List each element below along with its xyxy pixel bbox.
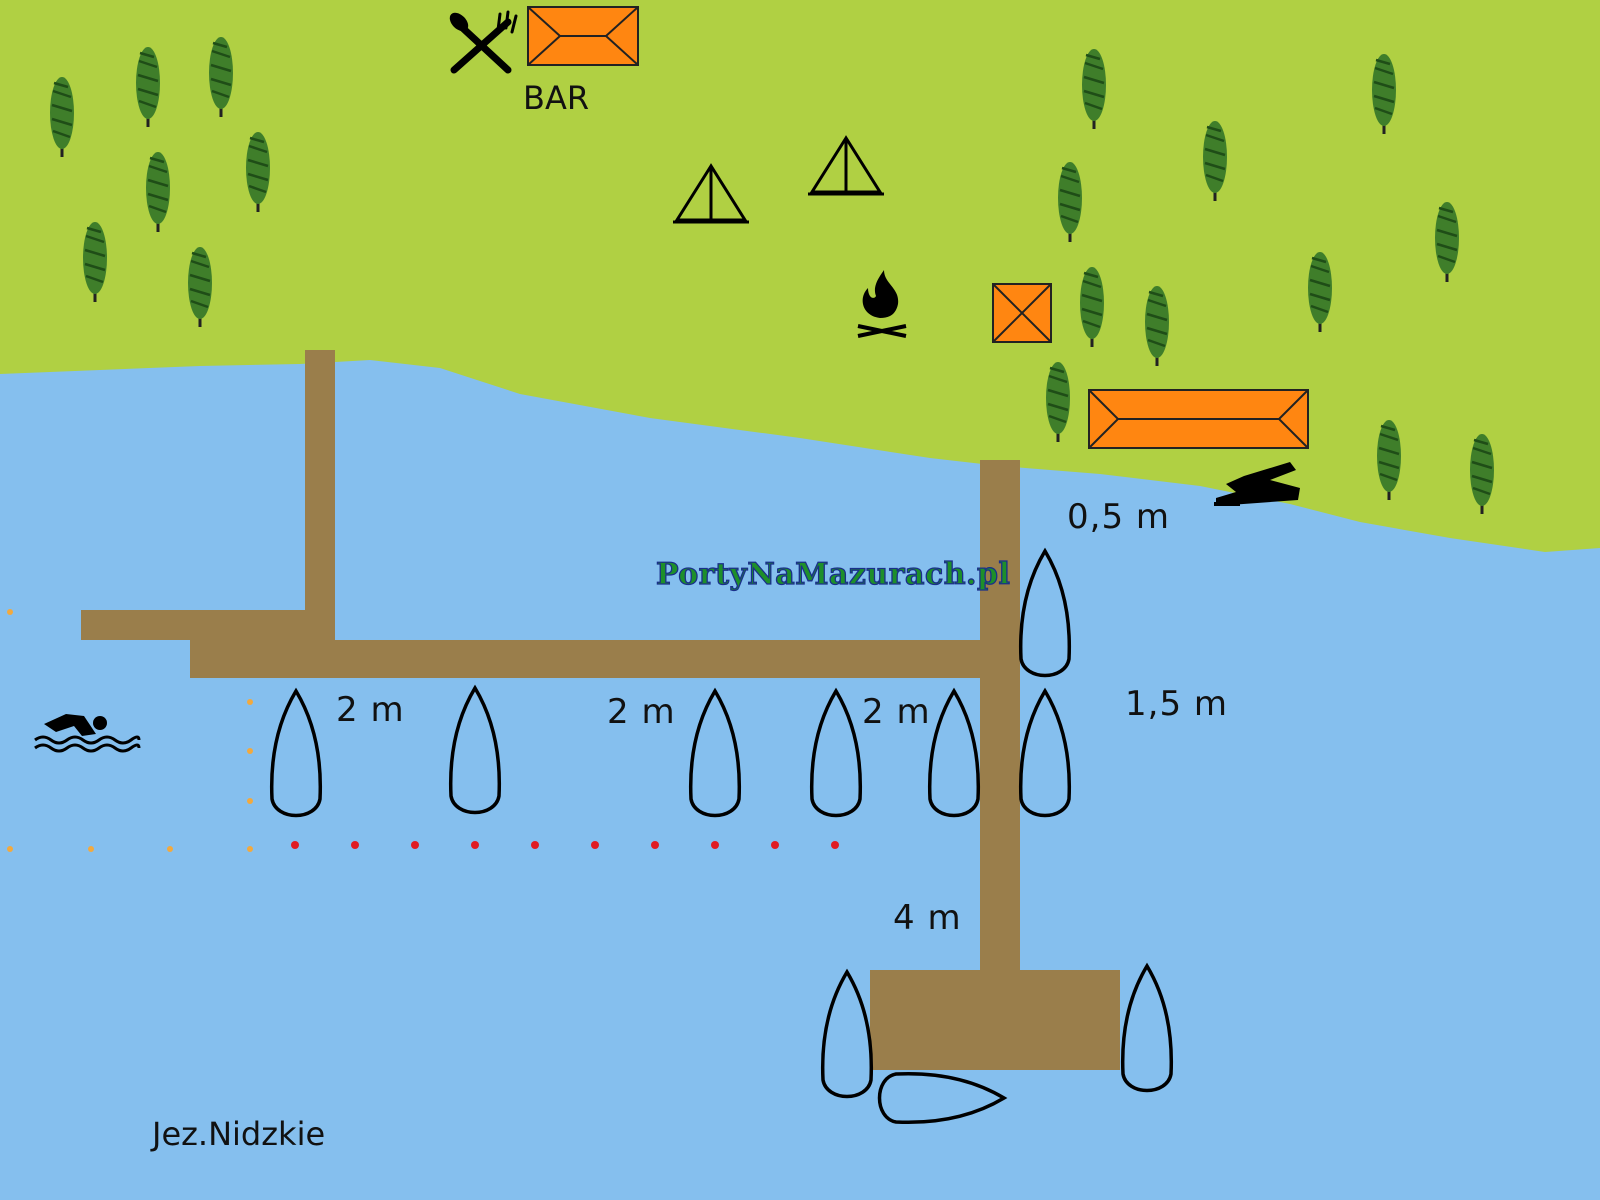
pier-stem-right <box>980 460 1020 970</box>
pier-stem-left <box>305 350 335 642</box>
piers <box>81 350 1120 1070</box>
depth-shore-label: 0,5 m <box>1067 497 1170 537</box>
long-building <box>1088 389 1309 449</box>
campfire-icon <box>857 270 907 338</box>
restaurant-icon <box>449 10 518 74</box>
depth-berth-1-label: 2 m <box>336 690 405 730</box>
watermark: PortyNaMazurach.pl <box>655 556 1011 592</box>
swimming-icon <box>34 714 141 753</box>
depth-pier-end-label: 4 m <box>893 898 962 938</box>
buoys-red <box>291 841 839 849</box>
depth-berth-2-label: 2 m <box>607 692 676 732</box>
bar-building <box>527 6 639 66</box>
small-building <box>992 283 1052 343</box>
buoys-orange <box>7 609 253 852</box>
pier-head <box>870 970 1120 1070</box>
boat-ramp-icon <box>1214 462 1300 506</box>
pier-left-arm <box>81 610 335 640</box>
pier-main <box>190 640 1020 678</box>
lake-name: Jez.Nidzkie <box>152 1115 326 1153</box>
depth-berth-3-label: 2 m <box>862 692 931 732</box>
bar-label: BAR <box>523 79 590 117</box>
depth-side-label: 1,5 m <box>1125 684 1228 724</box>
